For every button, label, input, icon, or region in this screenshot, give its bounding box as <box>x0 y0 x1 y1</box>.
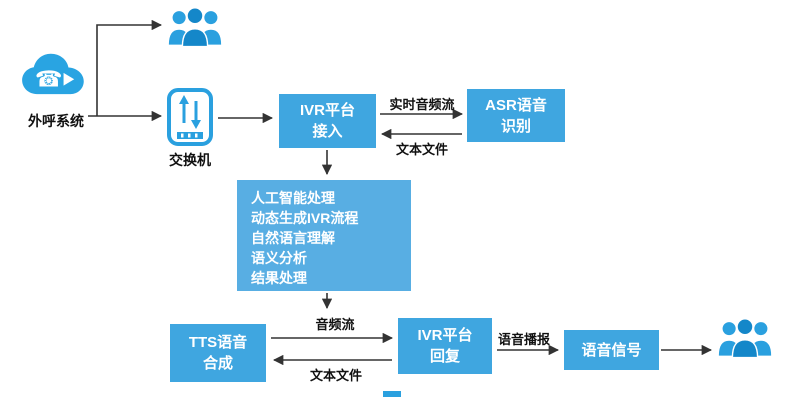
ai-panel-line-5: 结果处理 <box>251 270 307 286</box>
ai-panel-line-3: 自然语言理解 <box>251 230 335 246</box>
ivr-access-box: IVR平台 接入 <box>279 94 376 148</box>
ivr-reply-label-line1: IVR平台 <box>417 327 473 344</box>
tts-box: TTS语音 合成 <box>170 324 266 382</box>
realtime-audio-stream-label: 实时音频流 <box>389 97 455 112</box>
asr-label-line1: ASR语音 <box>485 96 547 114</box>
switch-icon <box>167 88 213 146</box>
ai-panel-line-4: 语义分析 <box>251 250 307 266</box>
asr-box: ASR语音 识别 <box>467 89 565 142</box>
users-icon-bottom <box>718 318 772 359</box>
edge-outbound-to-users <box>96 19 163 116</box>
outbound-system-label: 外呼系统 <box>28 113 84 129</box>
voice-signal-label: 语音信号 <box>581 341 642 359</box>
outbound-call-cloud-icon: ☎ <box>22 53 84 95</box>
ai-panel-line-1: 人工智能处理 <box>251 190 335 206</box>
tts-label-line2: 合成 <box>202 355 233 372</box>
ivr-access-label-line2: 接入 <box>312 123 343 140</box>
ivr-reply-box: IVR平台 回复 <box>398 318 492 374</box>
ai-panel-line-2: 动态生成IVR流程 <box>251 210 359 226</box>
ivr-reply-label-line2: 回复 <box>429 348 460 365</box>
audio-stream-label: 音频流 <box>315 317 355 332</box>
call-arrow-icon <box>63 72 75 86</box>
switch-label: 交换机 <box>169 152 211 168</box>
ai-processing-panel: 人工智能处理 动态生成IVR流程 自然语言理解 语义分析 结果处理 <box>237 180 411 291</box>
voice-signal-box: 语音信号 <box>564 330 659 370</box>
watermark-fragment <box>383 391 401 397</box>
phone-icon: ☎ <box>35 67 63 92</box>
users-icon-top <box>168 7 222 48</box>
text-file-bottom-label: 文本文件 <box>309 368 362 383</box>
text-file-top-label: 文本文件 <box>395 142 448 157</box>
asr-label-line2: 识别 <box>500 117 531 135</box>
ivr-access-label-line1: IVR平台 <box>299 102 355 119</box>
voice-broadcast-label: 语音播报 <box>497 332 550 347</box>
tts-label-line1: TTS语音 <box>188 334 248 351</box>
